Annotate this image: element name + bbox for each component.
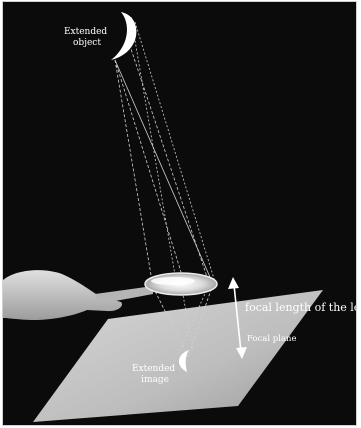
lens-diagram: Extended object focal length of the len …: [3, 2, 357, 426]
magnifier-handle: [95, 286, 153, 304]
object-label: Extended object: [64, 27, 110, 48]
incoming-rays: [115, 17, 215, 287]
diagram-frame: Extended object focal length of the len …: [2, 1, 357, 426]
focal-plane-label: Focal plane: [247, 334, 297, 344]
lens-highlight: [151, 277, 195, 285]
focal-length-label: focal length of the len: [245, 301, 357, 314]
object-crescent: [111, 12, 136, 60]
